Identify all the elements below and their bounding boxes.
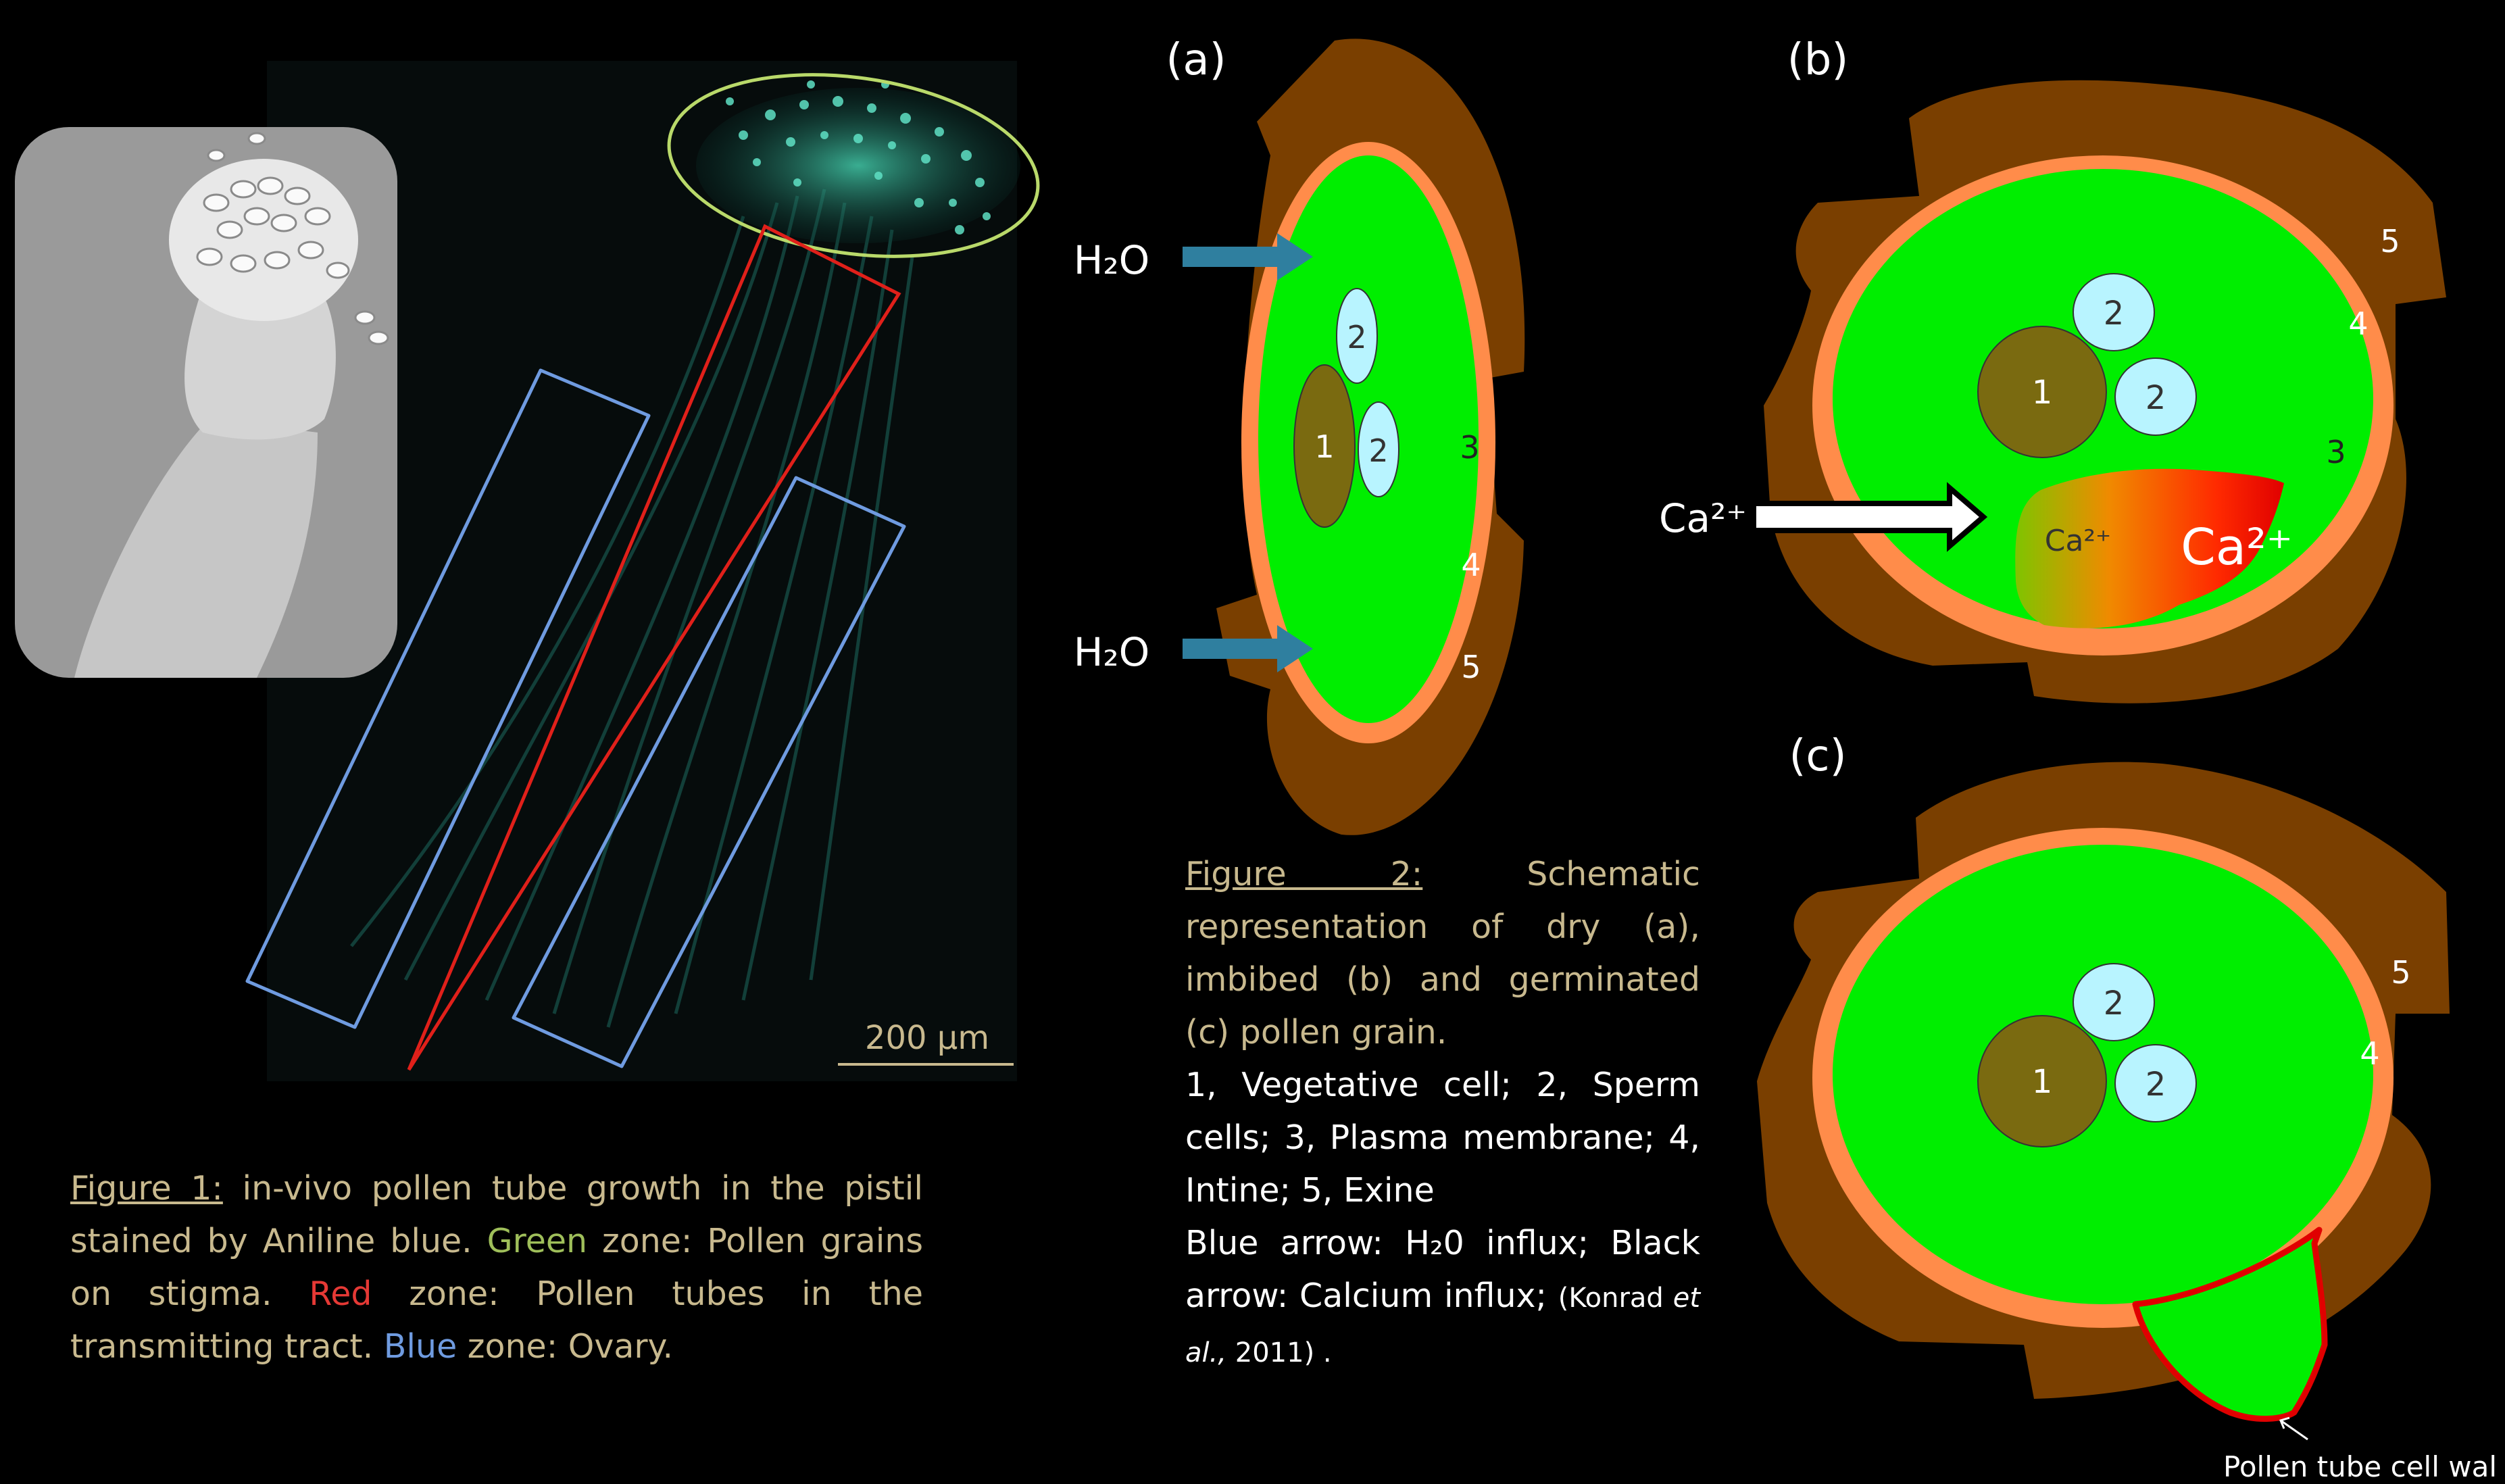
blue-zone-word: Blue (383, 1327, 457, 1366)
panel-c-label: (c) (1789, 731, 1846, 781)
blue-zone-outline-left (245, 368, 651, 1029)
sem-style-neck (184, 297, 336, 440)
panel-a-label: (a) (1166, 35, 1226, 85)
figure-1-caption: Figure 1: in-vivo pollen tube growth in … (70, 1162, 923, 1373)
calcium-arrow (1751, 482, 1988, 552)
panel-b-sperm-cell-1 (2073, 273, 2155, 351)
panel-b-label-2a: 2 (2104, 295, 2125, 332)
calcium-small-label: Ca²⁺ (2045, 524, 2112, 558)
panel-a-vegetative-cell (1293, 364, 1356, 528)
panel-a-sperm-cell-1 (1336, 288, 1378, 384)
panel-b-label-2b: 2 (2146, 379, 2166, 417)
panel-a-label-3: 3 (1460, 429, 1479, 466)
red-zone-outline (407, 224, 901, 1071)
panel-c-label-2a: 2 (2104, 985, 2125, 1022)
figure-2-caption: Figure 2: Schematic representation of dr… (1185, 848, 1700, 1379)
figure-2-caption-title: Figure 2: (1185, 855, 1423, 893)
water-arrow-top (1183, 233, 1313, 280)
panel-c-sperm-cell-2 (2114, 1044, 2197, 1122)
citation-year: 2011) . (1226, 1337, 1332, 1368)
green-zone-word: Green (487, 1222, 588, 1260)
citation-et-al: et al., (1185, 1283, 1700, 1368)
blue-zone-outline-right (512, 476, 906, 1068)
panel-a-label-5: 5 (1461, 649, 1481, 685)
panel-a-label-1: 1 (1314, 428, 1334, 465)
panel-c-sperm-cell-1 (2073, 963, 2155, 1041)
calcium-large-label: Ca²⁺ (2181, 518, 2293, 576)
panel-b-label-4: 4 (2348, 305, 2368, 342)
panel-a-label-4: 4 (1461, 547, 1481, 583)
figure-1-caption-part-1: in-vivo pollen tube growth in the pistil… (70, 1169, 923, 1260)
sem-style-column (74, 419, 318, 678)
figure-2-legend-cells: 1, Vegetative cell; 2, Sperm cells; 3, P… (1185, 1066, 1700, 1210)
figure-1-caption-part-3: zone: Pollen tubes in the transmitting t… (70, 1275, 923, 1366)
figure-2-legend-arrows: Blue arrow: H₂0 influx; Black arrow: Cal… (1185, 1217, 1700, 1379)
sem-inset (15, 127, 397, 678)
tube-wall-label: Pollen tube cell wal (2223, 1450, 2497, 1483)
panel-b-vegetative-cell (1977, 326, 2107, 458)
tube-wall-pointer (2280, 1419, 2308, 1441)
figure-2-caption-text: Schematic representation of dry (a), imb… (1185, 855, 1700, 1052)
pollen-tube (2132, 1227, 2328, 1422)
red-zone-word: Red (309, 1275, 372, 1313)
green-zone-outline (667, 73, 1040, 258)
calcium-gradient-zone (2015, 468, 2284, 628)
panel-b-sperm-cell-2 (2114, 357, 2197, 436)
figure-2-legend-arrows-text: Blue arrow: H₂0 influx; Black arrow: Cal… (1185, 1224, 1700, 1315)
panel-c-label-1: 1 (2032, 1063, 2053, 1101)
panel-c-label-5: 5 (2391, 954, 2410, 991)
panel-c-vegetative-cell (1977, 1015, 2107, 1147)
panel-a-label-2a: 2 (1347, 319, 1366, 355)
panel-b-label-5: 5 (2380, 223, 2400, 259)
panel-c: (c) 1 2 2 4 5 Pollen tube cell wal (1757, 731, 2497, 1483)
scale-bar-label: 200 µm (865, 1019, 989, 1057)
panel-c-label-2b: 2 (2146, 1066, 2166, 1104)
sem-pollen-cluster (196, 132, 389, 345)
panel-b-label-3: 3 (2326, 434, 2346, 470)
figure-1-caption-part-4: zone: Ovary. (457, 1327, 674, 1366)
pollen-grains-dots (726, 80, 991, 234)
panel-b-label: (b) (1787, 35, 1849, 85)
water-label-bottom: H₂O (1074, 629, 1150, 675)
panel-b-label-1: 1 (2032, 374, 2053, 412)
figure-2-caption-main: Figure 2: Schematic representation of dr… (1185, 848, 1700, 1059)
figure-1-caption-title: Figure 1: (70, 1169, 223, 1208)
panel-a: (a) 1 2 2 3 4 5 H₂O H₂O (1074, 35, 1525, 835)
panel-c-label-4: 4 (2360, 1035, 2379, 1072)
pollen-tube-strands (350, 189, 914, 1028)
calcium-outside-label: Ca²⁺ (1659, 495, 1747, 541)
water-arrow-bottom (1183, 625, 1313, 672)
water-label-top: H₂O (1074, 237, 1150, 283)
panel-a-label-2b: 2 (1368, 432, 1388, 469)
figure-1-caption-part-2: zone: Pollen grains on stigma. (70, 1222, 923, 1313)
panel-a-sperm-cell-2 (1358, 401, 1399, 497)
tube-wall-pointer-head (2279, 1416, 2290, 1429)
panel-b: (b) 1 2 2 3 4 5 Ca²⁺ Ca²⁺ Ca²⁺ (1659, 35, 2446, 703)
citation-author: (Konrad (1558, 1283, 1673, 1314)
stigma-pollen-glow (696, 88, 1020, 243)
